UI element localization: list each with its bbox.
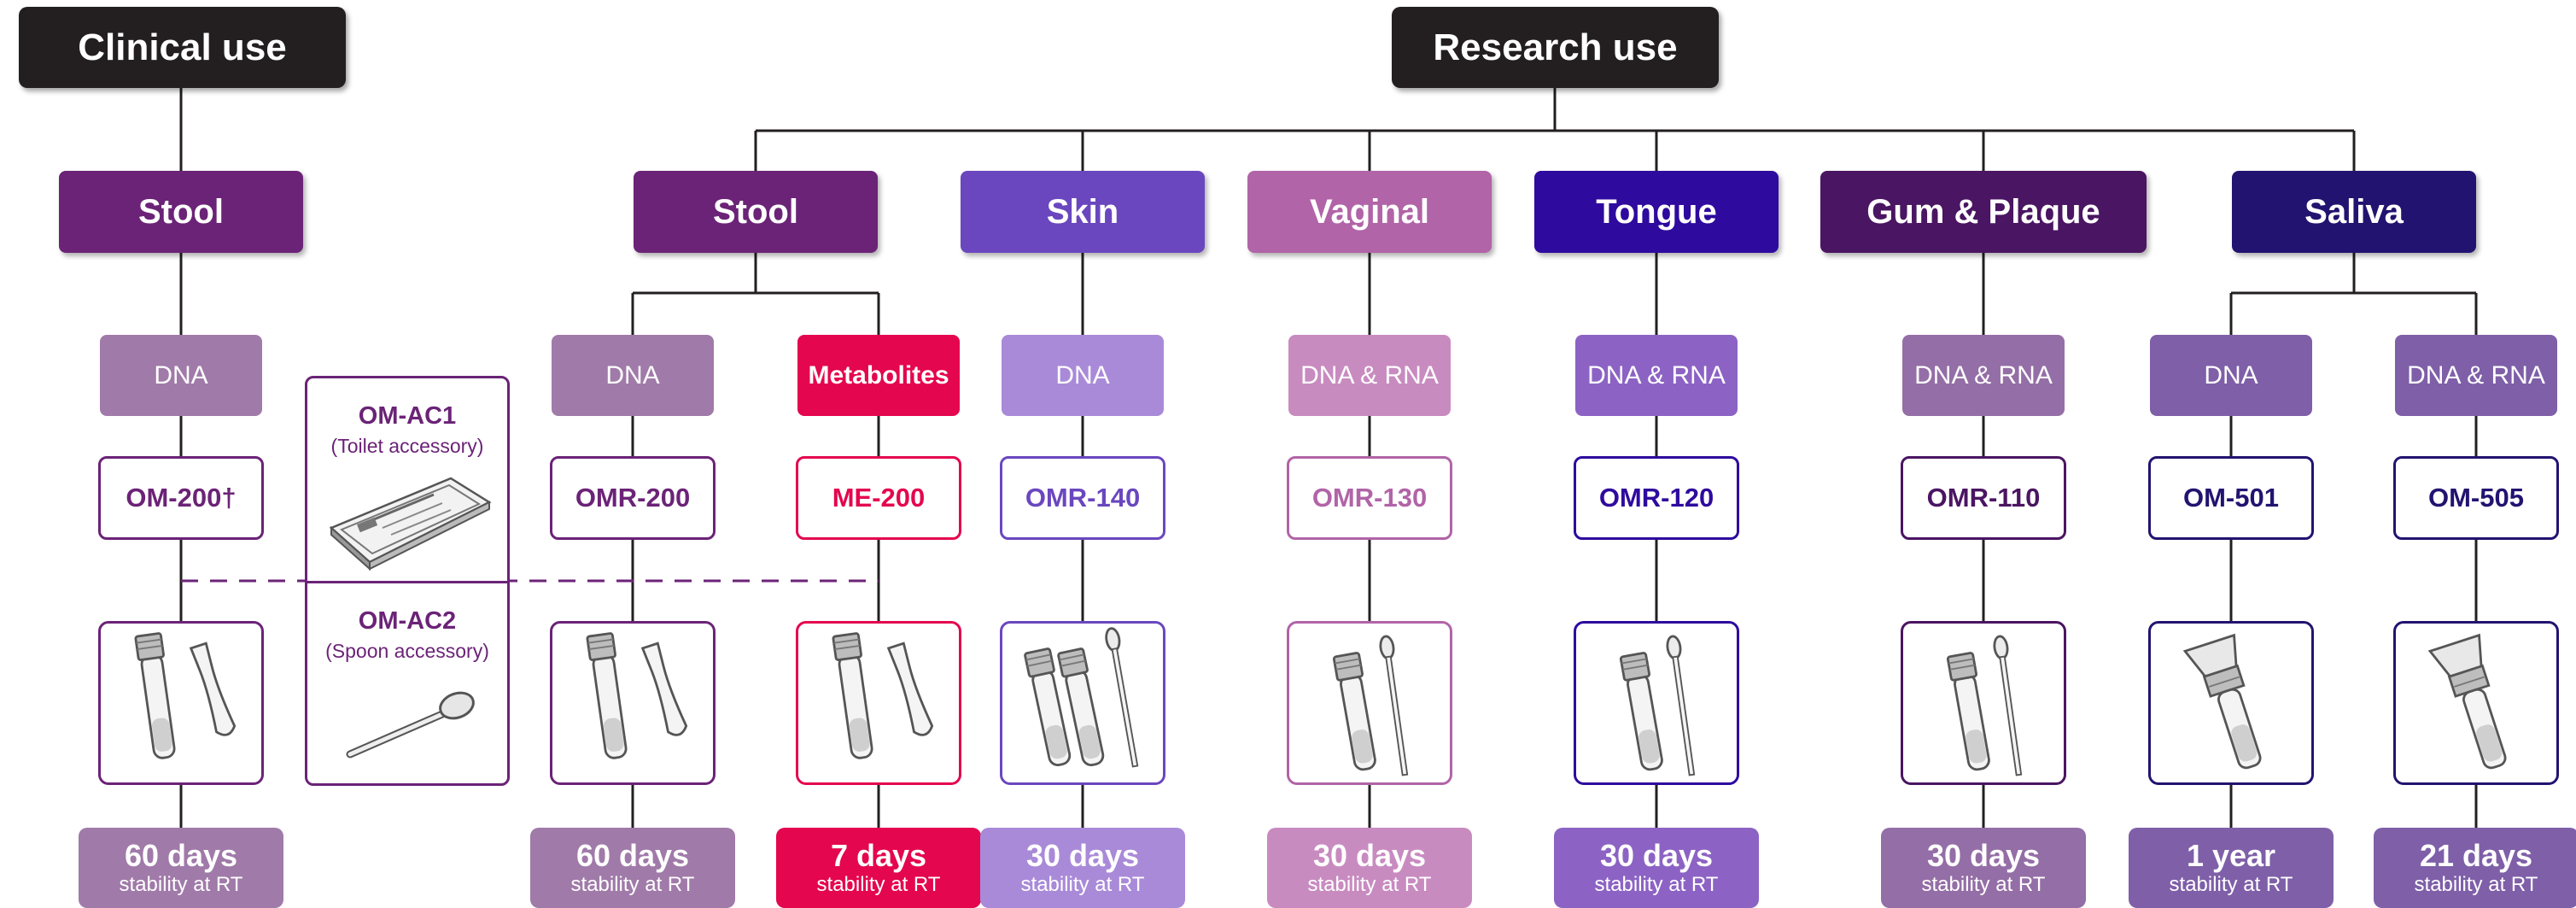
- kind-r5: DNA & RNA: [1575, 335, 1738, 416]
- stability-label: stability at RT: [1594, 873, 1719, 896]
- kind-r3: DNA: [1002, 335, 1164, 416]
- accessory-2-desc: (Spoon accessory): [325, 640, 489, 662]
- accessory-1-desc: (Toilet accessory): [330, 435, 484, 457]
- stability-label: stability at RT: [2414, 873, 2538, 896]
- spoon-icon: [346, 691, 475, 759]
- stability-label: stability at RT: [2169, 873, 2293, 896]
- kind-r1: DNA: [552, 335, 714, 416]
- kind-r4: DNA & RNA: [1288, 335, 1451, 416]
- kind-r7: DNA: [2150, 335, 2312, 416]
- kit-r3: [1000, 621, 1165, 785]
- kit-r7: [2148, 621, 2314, 785]
- tube-and-spatula-icon: [832, 632, 934, 759]
- product-r8: OM-505: [2393, 456, 2559, 540]
- tube-and-spatula-icon: [134, 632, 237, 759]
- tube-and-spatula-icon: [586, 632, 688, 759]
- category-r5: Tongue: [1534, 171, 1779, 253]
- kit-r4: [1287, 621, 1452, 785]
- stability-days: 7 days: [830, 838, 927, 873]
- category-r7: Saliva: [2232, 171, 2476, 253]
- kit-r1: [550, 621, 716, 785]
- saliva-funnel-tube-icon: [2182, 633, 2262, 770]
- two-tubes-and-swab-icon: [1024, 627, 1139, 768]
- kit-r5: [1574, 621, 1739, 785]
- stability-days: 30 days: [1926, 838, 2041, 873]
- kit-c1: [98, 621, 264, 785]
- clinical-use-header: Clinical use: [19, 7, 346, 88]
- stability-days: 60 days: [124, 838, 238, 873]
- product-r2: ME-200: [796, 456, 961, 540]
- stability-days: 30 days: [1312, 838, 1427, 873]
- category-r4: Vaginal: [1247, 171, 1492, 253]
- kind-r2: Metabolites: [797, 335, 960, 416]
- research-use-header: Research use: [1392, 7, 1719, 88]
- stability-label: stability at RT: [1921, 873, 2046, 896]
- product-c1: OM-200†: [98, 456, 264, 540]
- stability-label: stability at RT: [119, 873, 243, 896]
- accessory-2-name: OM-AC2: [358, 607, 457, 635]
- kind-r6: DNA & RNA: [1902, 335, 2065, 416]
- kit-r6: [1901, 621, 2066, 785]
- category-r3: Skin: [961, 171, 1205, 253]
- stability-label: stability at RT: [570, 873, 695, 896]
- accessories-panel: OM-AC1 (Toilet accessory) OM-AC2 (Spoon …: [305, 376, 510, 786]
- stability-days: 21 days: [2419, 838, 2533, 873]
- product-r5: OMR-120: [1574, 456, 1739, 540]
- product-r6: OMR-110: [1901, 456, 2066, 540]
- kit-r2: [796, 621, 961, 785]
- tube-and-swab-icon: [1946, 635, 2023, 776]
- category-r1: Stool: [634, 171, 878, 253]
- accessory-divider: [307, 581, 507, 583]
- stability-days: 1 year: [2186, 838, 2276, 873]
- product-r7: OM-501: [2148, 456, 2314, 540]
- stability-days: 30 days: [1025, 838, 1140, 873]
- stability-days: 60 days: [575, 838, 690, 873]
- accessory-1-name: OM-AC1: [358, 402, 457, 430]
- product-r1: OMR-200: [550, 456, 716, 540]
- stability-label: stability at RT: [1307, 873, 1432, 896]
- saliva-funnel-tube-icon: [2427, 633, 2507, 770]
- toilet-accessory-icon: [329, 477, 492, 571]
- product-r4: OMR-130: [1287, 456, 1452, 540]
- stability-label: stability at RT: [816, 873, 941, 896]
- tube-and-swab-icon: [1619, 635, 1696, 776]
- stability-label: stability at RT: [1020, 873, 1145, 896]
- category-r6: Gum & Plaque: [1820, 171, 2147, 253]
- product-r3: OMR-140: [1000, 456, 1165, 540]
- tube-and-swab-icon: [1332, 635, 1409, 776]
- kind-c1: DNA: [100, 335, 262, 416]
- category-c1: Stool: [59, 171, 303, 253]
- stability-days: 30 days: [1599, 838, 1714, 873]
- kind-r8: DNA & RNA: [2395, 335, 2557, 416]
- kit-r8: [2393, 621, 2559, 785]
